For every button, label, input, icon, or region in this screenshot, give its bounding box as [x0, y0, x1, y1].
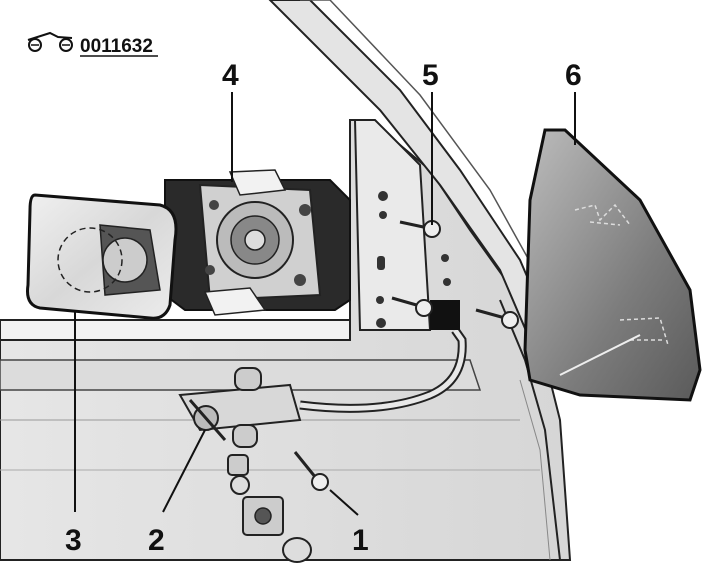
callout-labels: 1 2 3 4 5 6: [65, 59, 582, 557]
header: 0011632: [27, 31, 158, 57]
callout-2: 2: [148, 524, 165, 557]
adjuster-assembly: [178, 367, 312, 563]
callout-1: 1: [352, 524, 369, 557]
callout-6: 6: [565, 59, 582, 92]
figure-code: 0011632: [80, 36, 153, 57]
mirror-housing: [164, 169, 351, 316]
callout-4: 4: [222, 59, 239, 92]
leader-lines: [74, 92, 576, 516]
screw-1: [293, 451, 329, 491]
mirror-cover: [523, 128, 702, 402]
car-logo-icon: [27, 31, 73, 52]
callout-5: 5: [422, 59, 439, 92]
screw-right: [475, 308, 519, 329]
screw-middle: [391, 296, 433, 317]
screws-5: [391, 220, 519, 329]
callout-3: 3: [65, 524, 82, 557]
mirror-glass: [26, 193, 178, 320]
